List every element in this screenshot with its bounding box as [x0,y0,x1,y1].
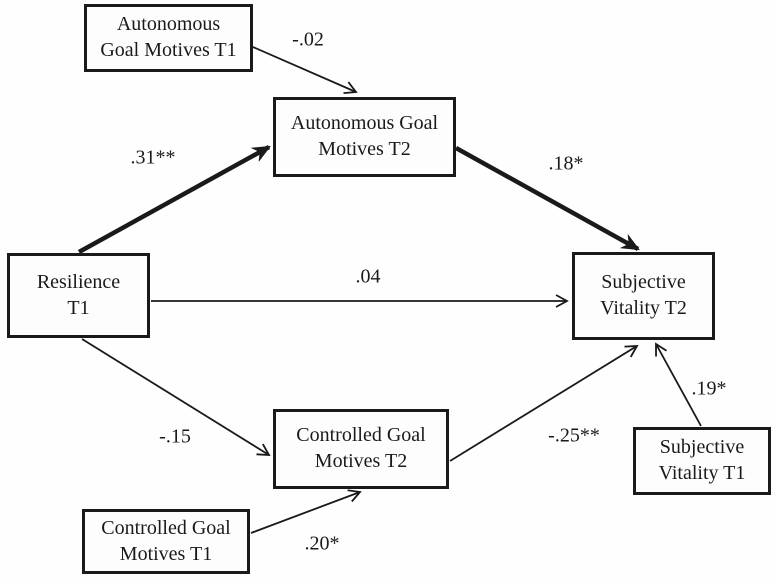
path-agm2-to-vitality2 [454,146,638,251]
node-label-line: Autonomous [116,13,221,36]
coefficient-res-sv2: .04 [355,265,381,288]
node-controlled-goal-motives-t1: Controlled Goal Motives T1 [82,509,250,574]
node-label-line: Controlled Goal [101,516,231,539]
node-label-line: Motives T2 [318,138,411,160]
node-label-line: Motives T1 [119,542,213,565]
coefficient-agm1-agm2: -.02 [292,28,324,51]
node-resilience-t1: Resilience T1 [7,253,150,338]
node-subjective-vitality-t1: Subjective Vitality T1 [633,427,771,495]
path-resilience-to-cgm2 [81,338,271,456]
coefficient-sv1-sv2: .19* [691,377,727,400]
coefficient-res-agm2: .31** [130,146,176,169]
coefficient-cgm1-cgm2: .20* [304,532,340,555]
path-cgm1-to-cgm2 [250,489,362,534]
node-label-line: T1 [67,296,90,319]
node-label-line: Goal Motives T1 [100,39,237,61]
node-label-line: Controlled Goal [296,424,426,447]
node-autonomous-goal-motives-t2: Autonomous Goal Motives T2 [273,97,456,177]
node-label-line: Vitality T1 [658,462,746,484]
node-label-line: Subjective [659,436,745,459]
node-subjective-vitality-t2: Subjective Vitality T2 [572,252,715,340]
node-label-line: Motives T2 [314,450,408,472]
path-resilience-to-agm2 [77,145,269,254]
node-label-line: Resilience [36,270,121,293]
path-vitality1-to-vitality2 [655,342,702,427]
coefficient-cgm2-sv2: -.25** [548,424,600,447]
path-cgm2-to-vitality2 [449,345,639,462]
node-label-line: Autonomous Goal [290,112,439,135]
coefficient-agm2-sv2: .18* [548,152,584,175]
node-controlled-goal-motives-t2: Controlled Goal Motives T2 [273,409,449,489]
node-label-line: Subjective [601,271,686,294]
node-label-line: Vitality T2 [600,297,687,319]
node-autonomous-goal-motives-t1: Autonomous Goal Motives T1 [84,4,253,72]
path-agm1-to-agm2 [252,46,358,94]
coefficient-res-cgm2: -.15 [159,425,191,448]
